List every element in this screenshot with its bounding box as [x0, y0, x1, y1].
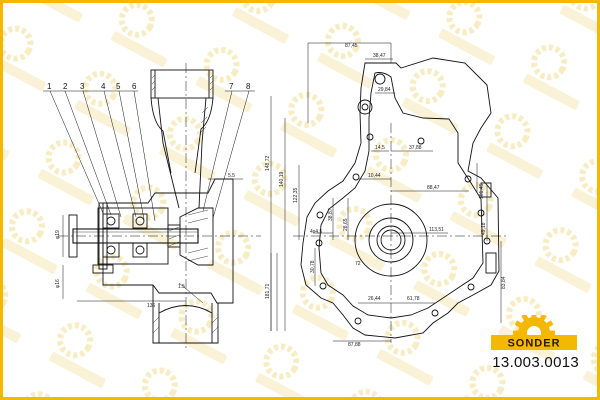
- dim-1-5: 1.5: [178, 284, 185, 290]
- dim-61-78: 61,78: [407, 296, 420, 302]
- dim-30-78: 30,78: [310, 260, 316, 273]
- dim-37-88: 37,88: [409, 145, 422, 151]
- logo-text: SONDER: [507, 338, 560, 350]
- dim-38-47: 38,47: [373, 53, 386, 59]
- dim-87-45: 87,45: [345, 43, 358, 49]
- callout-7: 7: [229, 82, 234, 91]
- dim-181-71: 181,71: [265, 283, 271, 299]
- dim-87-88: 87,88: [348, 342, 361, 348]
- dim-72: 72: [355, 261, 361, 267]
- right-view-dimensions: 87,45 38,47 29,84 14,5 37,88 148,72 140,…: [265, 43, 507, 348]
- dim-122-35: 122,35: [293, 187, 299, 203]
- sonder-logo: SONDER: [491, 315, 577, 350]
- dim-5-5: 5.5: [228, 173, 235, 179]
- dim-29-84: 29,84: [378, 87, 391, 93]
- dim-14-5: 14,5: [375, 145, 385, 151]
- dim-49-18: 49,18: [481, 222, 487, 235]
- dim-38-87: 38,87: [328, 208, 334, 221]
- dim-88-47: 88,47: [427, 185, 440, 191]
- dim-flange-dia: φ16: [55, 279, 61, 288]
- callout-8: 8: [246, 82, 251, 91]
- dim-shaft-dia: φ19: [55, 230, 61, 239]
- dim-148-72: 148,72: [265, 155, 271, 171]
- right-front-view: [270, 42, 508, 343]
- callout-3: 3: [80, 82, 85, 91]
- left-view-dimensions: φ19 φ16 136 5.5 1.5: [55, 173, 235, 309]
- dim-10-44: 10,44: [368, 173, 381, 179]
- callout-5: 5: [116, 82, 121, 91]
- left-section-view: [43, 63, 261, 348]
- dim-83-84: 83,84: [501, 276, 507, 289]
- dim-101-45: 101,45: [479, 183, 485, 199]
- callout-4: 4: [101, 82, 106, 91]
- technical-drawing: 1 2 3 4 5 6 7 8 φ19 φ16 136 5.5 1.5: [43, 42, 508, 348]
- dim-140-19: 140,19: [279, 171, 285, 187]
- dim-113-51: 113,51: [429, 227, 444, 233]
- callout-6: 6: [132, 82, 137, 91]
- part-number: 13.003.0013: [492, 354, 579, 371]
- callout-2: 2: [63, 82, 68, 91]
- dim-26-44: 26,44: [368, 296, 381, 302]
- dim-28-65: 28,65: [343, 218, 349, 231]
- dim-length-136: 136: [147, 303, 156, 309]
- callout-1: 1: [47, 82, 52, 91]
- callout-numbers: 1 2 3 4 5 6 7 8: [47, 82, 251, 91]
- dim-4x4-5: 4x4,5: [310, 229, 322, 235]
